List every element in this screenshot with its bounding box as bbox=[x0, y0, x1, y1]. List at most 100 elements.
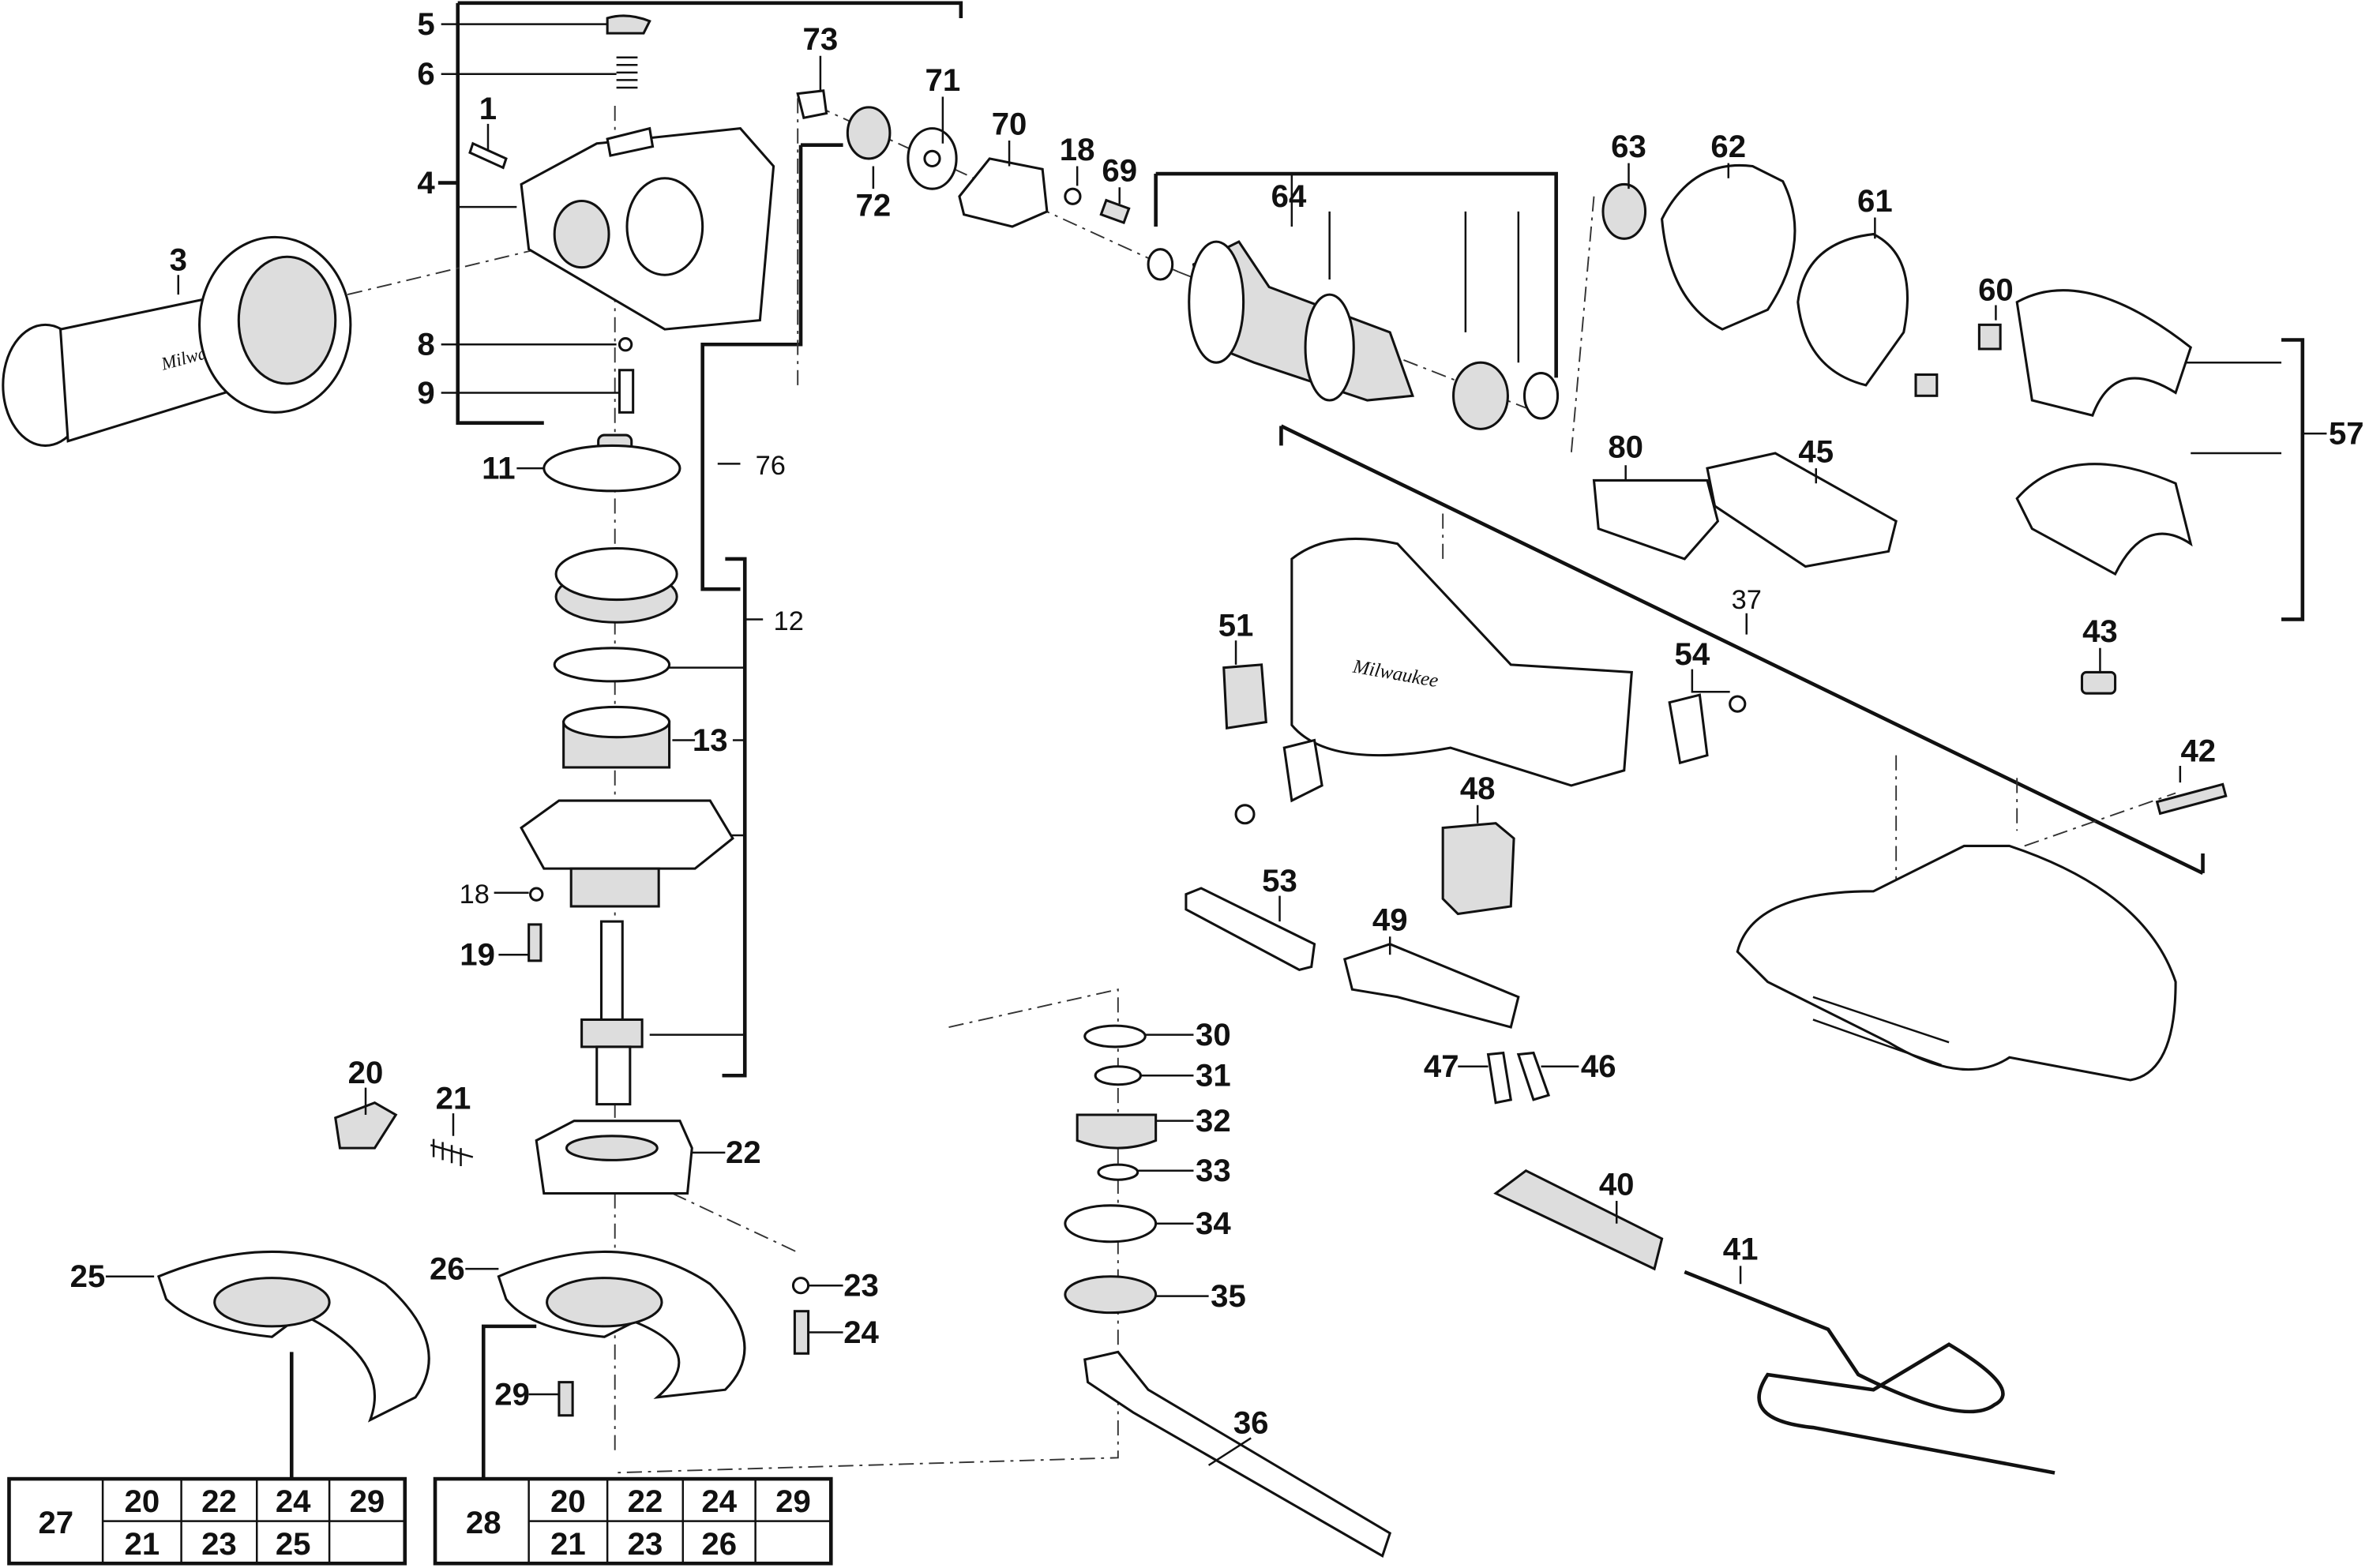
callout-23: 23 bbox=[843, 1268, 879, 1304]
callout-33: 33 bbox=[1196, 1153, 1231, 1188]
guard-26-part bbox=[497, 1251, 746, 1399]
cord-41-part bbox=[1684, 1270, 2056, 1475]
screw-19-part bbox=[527, 923, 543, 962]
kit-part: 22 bbox=[628, 1484, 663, 1519]
callout-61: 61 bbox=[1857, 183, 1893, 219]
screw-54-part bbox=[1729, 695, 1747, 713]
callout-49: 49 bbox=[1372, 902, 1408, 938]
bearing-63-part bbox=[1601, 182, 1647, 240]
callout-13: 13 bbox=[693, 722, 728, 758]
actuator-53-part bbox=[1184, 887, 1316, 971]
ball-23-part bbox=[791, 1277, 810, 1295]
gear-housing-part bbox=[468, 126, 775, 331]
kit-number: 27 bbox=[38, 1505, 73, 1540]
callout-6: 6 bbox=[417, 56, 434, 92]
callout-53: 53 bbox=[1262, 863, 1297, 898]
callout-8: 8 bbox=[417, 327, 434, 362]
label-80-part bbox=[1592, 478, 1720, 561]
kit-part: 21 bbox=[125, 1526, 160, 1562]
baffle-62-part bbox=[1661, 163, 1796, 331]
callout-30: 30 bbox=[1196, 1017, 1231, 1052]
callout-71: 71 bbox=[925, 62, 961, 98]
callout-80: 80 bbox=[1608, 430, 1643, 465]
screw-43-part bbox=[2080, 670, 2117, 695]
lock-button-part bbox=[606, 14, 651, 35]
brush-spring-part bbox=[1282, 738, 1323, 803]
switch-board-45-part bbox=[1706, 452, 1898, 568]
spring-21-part bbox=[430, 1138, 474, 1167]
guard-clamp-part bbox=[535, 1120, 693, 1195]
callout-24: 24 bbox=[843, 1315, 879, 1350]
callout-41: 41 bbox=[1723, 1232, 1759, 1267]
callout-40: 40 bbox=[1599, 1166, 1635, 1202]
kit-part: 24 bbox=[276, 1484, 311, 1519]
assembly-brackets bbox=[289, 1, 2327, 1478]
screw-part bbox=[1234, 804, 1256, 825]
kit-part: 20 bbox=[125, 1484, 160, 1519]
kit-part: 23 bbox=[201, 1526, 237, 1562]
callout-9: 9 bbox=[417, 375, 434, 411]
callout-45: 45 bbox=[1798, 433, 1834, 469]
callout-63: 63 bbox=[1611, 129, 1646, 164]
callout-3: 3 bbox=[170, 242, 187, 277]
switch-button-51-part bbox=[1222, 663, 1267, 730]
callout-62: 62 bbox=[1710, 129, 1746, 164]
brush-60-part bbox=[1977, 323, 2002, 351]
callout-29: 29 bbox=[494, 1376, 530, 1412]
callout-72: 72 bbox=[856, 188, 892, 223]
callout-5: 5 bbox=[417, 6, 434, 42]
callout-57: 57 bbox=[2329, 416, 2364, 452]
callout-70: 70 bbox=[992, 106, 1027, 141]
brush-holder-54-part bbox=[1668, 693, 1709, 765]
cord-protector-40-part bbox=[1493, 1169, 1664, 1271]
kit-part: 29 bbox=[350, 1484, 385, 1519]
callout-26: 26 bbox=[430, 1251, 465, 1287]
callout-69: 69 bbox=[1102, 153, 1137, 189]
leader-lines bbox=[105, 23, 2182, 1466]
o-ring-part bbox=[543, 444, 681, 493]
bearing-plate-part bbox=[958, 157, 1049, 228]
motor-housing-part: Milwaukee bbox=[1290, 537, 1633, 787]
callout-43: 43 bbox=[2082, 613, 2118, 649]
pin-9-part bbox=[618, 369, 635, 414]
spanner-wrench-36-part bbox=[1083, 1350, 1392, 1558]
callout-60: 60 bbox=[1978, 272, 2014, 308]
spring-part bbox=[616, 56, 638, 89]
contact-47-part bbox=[1486, 1051, 1513, 1105]
kit-part: 29 bbox=[775, 1484, 811, 1519]
screw-69-part bbox=[1099, 198, 1131, 225]
screw-42-part bbox=[2155, 782, 2228, 816]
spring-24-part bbox=[793, 1310, 810, 1355]
screw-29-part bbox=[558, 1381, 574, 1417]
callout-labels: 5 6 1 4 3 73 71 70 18 69 72 64 63 62 61 … bbox=[70, 6, 2364, 1441]
kit-table-28: 28 20 22 24 29 21 23 26 bbox=[433, 1476, 833, 1566]
callout-76: 76 bbox=[756, 451, 786, 481]
callout-34: 34 bbox=[1196, 1206, 1231, 1241]
field-57-part bbox=[2015, 289, 2193, 576]
callout-54: 54 bbox=[1675, 636, 1710, 672]
rear-housing-part bbox=[1736, 844, 2177, 1082]
kit-number: 28 bbox=[466, 1505, 501, 1540]
flange-washers-part bbox=[1064, 1024, 1158, 1315]
side-handle-part: Milwaukee bbox=[2, 235, 352, 447]
guard-25-part bbox=[156, 1251, 430, 1423]
retaining-ring-part bbox=[553, 647, 671, 683]
callout-64: 64 bbox=[1271, 178, 1307, 214]
callout-46: 46 bbox=[1581, 1048, 1616, 1084]
bearing-13-part bbox=[562, 705, 671, 769]
callout-31: 31 bbox=[1196, 1058, 1231, 1093]
callout-37: 37 bbox=[1732, 585, 1762, 615]
kit-part: 23 bbox=[628, 1526, 663, 1562]
callout-18: 18 bbox=[1060, 132, 1095, 167]
callout-22: 22 bbox=[726, 1135, 761, 1170]
switch-48-part bbox=[1441, 822, 1515, 916]
callout-1: 1 bbox=[479, 91, 497, 126]
bearing-housing-part bbox=[554, 547, 678, 624]
callout-21: 21 bbox=[436, 1080, 471, 1116]
callout-73: 73 bbox=[803, 21, 839, 57]
callout-18-lower: 18 bbox=[460, 880, 490, 910]
armature-part bbox=[1147, 240, 1560, 430]
flange-plate-part bbox=[520, 799, 734, 908]
kit-part: 24 bbox=[701, 1484, 737, 1519]
callout-48: 48 bbox=[1460, 771, 1496, 806]
